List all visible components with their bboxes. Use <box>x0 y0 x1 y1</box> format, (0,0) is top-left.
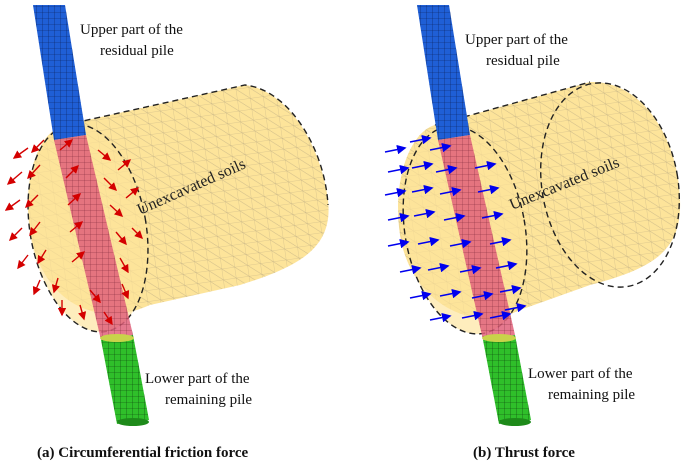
thrust-arrows <box>384 134 527 323</box>
lower-pile-label-b-line2: remaining pile <box>548 387 635 403</box>
lower-pile-label-line1: Lower part of the <box>145 371 250 387</box>
lower-pile-label-b-line1: Lower part of the <box>528 366 633 382</box>
panel-a: Upper part of the residual pile Unexcava… <box>4 5 329 461</box>
soil-top-edge-b <box>434 81 591 126</box>
upper-pile-label-line1: Upper part of the <box>80 22 183 38</box>
friction-arrows <box>4 139 143 326</box>
lower-pile-label-line2: remaining pile <box>165 392 252 408</box>
upper-pile-label-line2: residual pile <box>100 43 174 59</box>
panel-b: Upper part of the residual pile Unexcava… <box>384 5 681 461</box>
caption-b: (b) Thrust force <box>473 445 575 461</box>
soil-back-edge <box>64 84 329 206</box>
caption-a: (a) Circumferential friction force <box>37 445 249 461</box>
soil-back-face-b <box>539 82 681 288</box>
upper-pile-label-b-line1: Upper part of the <box>465 32 568 48</box>
upper-pile-label-b-line2: residual pile <box>486 53 560 69</box>
